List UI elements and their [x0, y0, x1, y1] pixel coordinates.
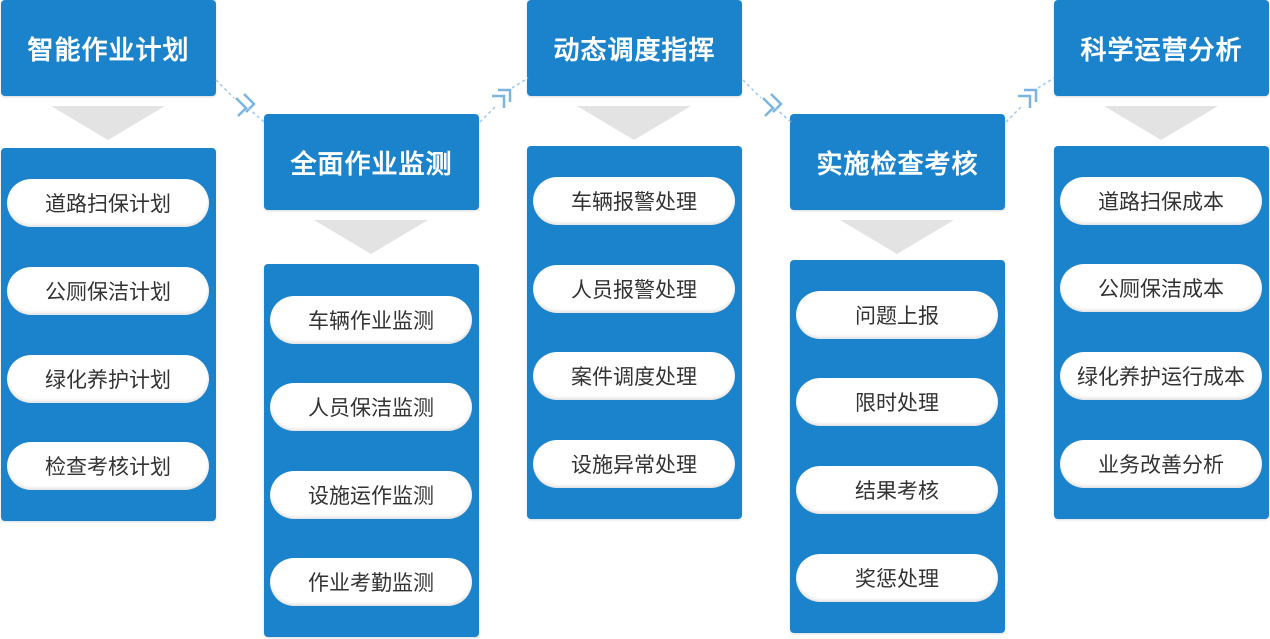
- task-item: 车辆作业监测: [270, 296, 472, 344]
- task-item: 限时处理: [796, 378, 998, 426]
- task-item: 绿化养护运行成本: [1060, 352, 1262, 400]
- task-item: 奖惩处理: [796, 554, 998, 602]
- stage-panel-4: 问题上报 限时处理 结果考核 奖惩处理: [790, 260, 1005, 633]
- task-item: 人员报警处理: [533, 265, 735, 313]
- task-item: 问题上报: [796, 291, 998, 339]
- task-item: 公厕保洁计划: [7, 267, 209, 315]
- task-item: 车辆报警处理: [533, 177, 735, 225]
- stage-header-5: 科学运营分析: [1054, 0, 1269, 96]
- task-item: 案件调度处理: [533, 352, 735, 400]
- down-arrow-triangle: [314, 220, 428, 254]
- task-item: 设施运作监测: [270, 471, 472, 519]
- task-item: 人员保洁监测: [270, 383, 472, 431]
- double-chevron-down-right-icon: [235, 93, 256, 117]
- stage-header-4: 实施检查考核: [790, 114, 1005, 210]
- down-arrow-triangle: [840, 220, 954, 254]
- task-item: 道路扫保成本: [1060, 177, 1262, 225]
- double-chevron-up-right-icon: [1018, 88, 1038, 108]
- task-item: 道路扫保计划: [7, 179, 209, 227]
- task-item: 设施异常处理: [533, 440, 735, 488]
- stage-header-1: 智能作业计划: [1, 0, 216, 96]
- stage-panel-5: 道路扫保成本 公厕保洁成本 绿化养护运行成本 业务改善分析: [1054, 146, 1269, 519]
- task-item: 结果考核: [796, 466, 998, 514]
- double-chevron-up-right-icon: [492, 88, 512, 108]
- stage-header-3: 动态调度指挥: [527, 0, 742, 96]
- task-item: 作业考勤监测: [270, 558, 472, 606]
- stage-panel-1: 道路扫保计划 公厕保洁计划 绿化养护计划 检查考核计划: [1, 148, 216, 521]
- task-item: 绿化养护计划: [7, 355, 209, 403]
- stage-panel-2: 车辆作业监测 人员保洁监测 设施运作监测 作业考勤监测: [264, 264, 479, 637]
- down-arrow-triangle: [577, 106, 691, 140]
- double-chevron-down-right-icon: [762, 93, 783, 117]
- task-item: 公厕保洁成本: [1060, 264, 1262, 312]
- down-arrow-triangle: [51, 106, 165, 140]
- flow-connector-down: [742, 79, 792, 123]
- stage-panel-3: 车辆报警处理 人员报警处理 案件调度处理 设施异常处理: [527, 146, 742, 519]
- stage-header-2: 全面作业监测: [264, 114, 479, 210]
- task-item: 检查考核计划: [7, 442, 209, 490]
- flow-connector-up: [479, 77, 529, 123]
- flow-connector-up: [1005, 77, 1055, 123]
- task-item: 业务改善分析: [1060, 440, 1262, 488]
- flow-connector-down: [215, 79, 265, 123]
- down-arrow-triangle: [1104, 106, 1218, 140]
